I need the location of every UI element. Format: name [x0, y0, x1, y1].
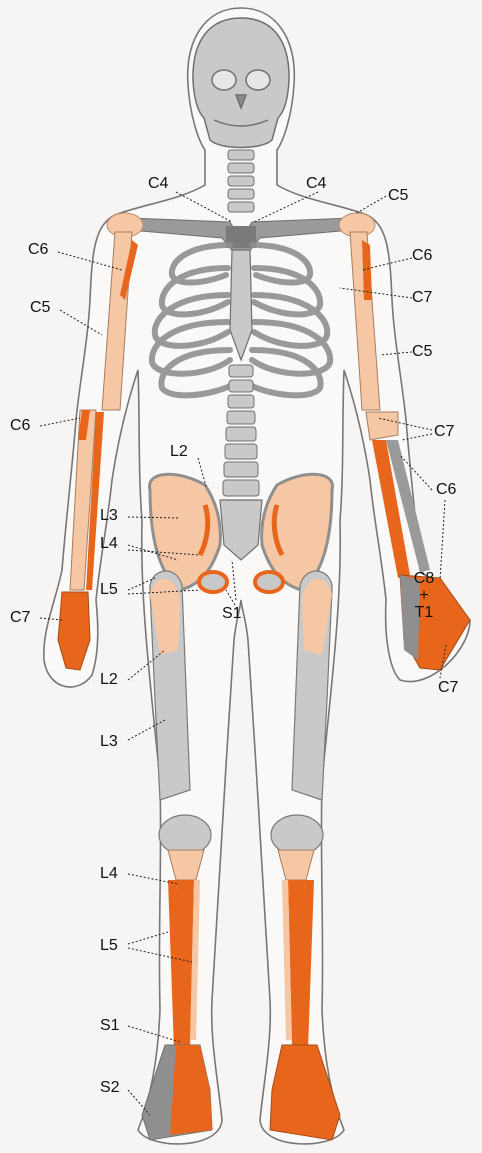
label-plus: + — [410, 587, 438, 604]
label-l2-pelvis: L2 — [170, 444, 188, 460]
label-l2-thigh: L2 — [100, 672, 118, 688]
label-c7-hand-right: C7 — [438, 680, 458, 696]
label-c8-t1: C8 + T1 — [410, 570, 438, 621]
label-l3-thigh: L3 — [100, 734, 118, 750]
label-l4-leg: L4 — [100, 866, 118, 882]
label-s1-ankle: S1 — [100, 1018, 120, 1034]
label-c6-upper-right: C6 — [412, 248, 432, 264]
label-c8: C8 — [410, 570, 438, 587]
label-l4-pelvis: L4 — [100, 536, 118, 552]
skull — [193, 18, 289, 148]
label-c5-arm-right: C5 — [412, 344, 432, 360]
label-l5-pelvis: L5 — [100, 582, 118, 598]
label-c6-forearm-left: C6 — [10, 418, 30, 434]
label-c4-left: C4 — [148, 176, 168, 192]
label-c7-forearm-right: C7 — [434, 424, 454, 440]
label-l5-leg: L5 — [100, 938, 118, 954]
label-c5-arm-left: C5 — [30, 300, 50, 316]
label-c7-upper-right: C7 — [412, 290, 432, 306]
feet — [142, 1045, 340, 1140]
label-s1-pelvis: S1 — [222, 606, 242, 622]
cervical-spine — [228, 150, 254, 212]
label-l3-pelvis: L3 — [100, 508, 118, 524]
label-c6-forearm-right: C6 — [436, 482, 456, 498]
lower-legs — [168, 850, 314, 1050]
label-c5-shoulder-right: C5 — [388, 188, 408, 204]
label-c4-right: C4 — [306, 176, 326, 192]
label-c7-hand-left: C7 — [10, 610, 30, 626]
label-c6-upper-left: C6 — [28, 242, 48, 258]
label-s2-foot: S2 — [100, 1080, 120, 1096]
label-t1: T1 — [410, 604, 438, 621]
